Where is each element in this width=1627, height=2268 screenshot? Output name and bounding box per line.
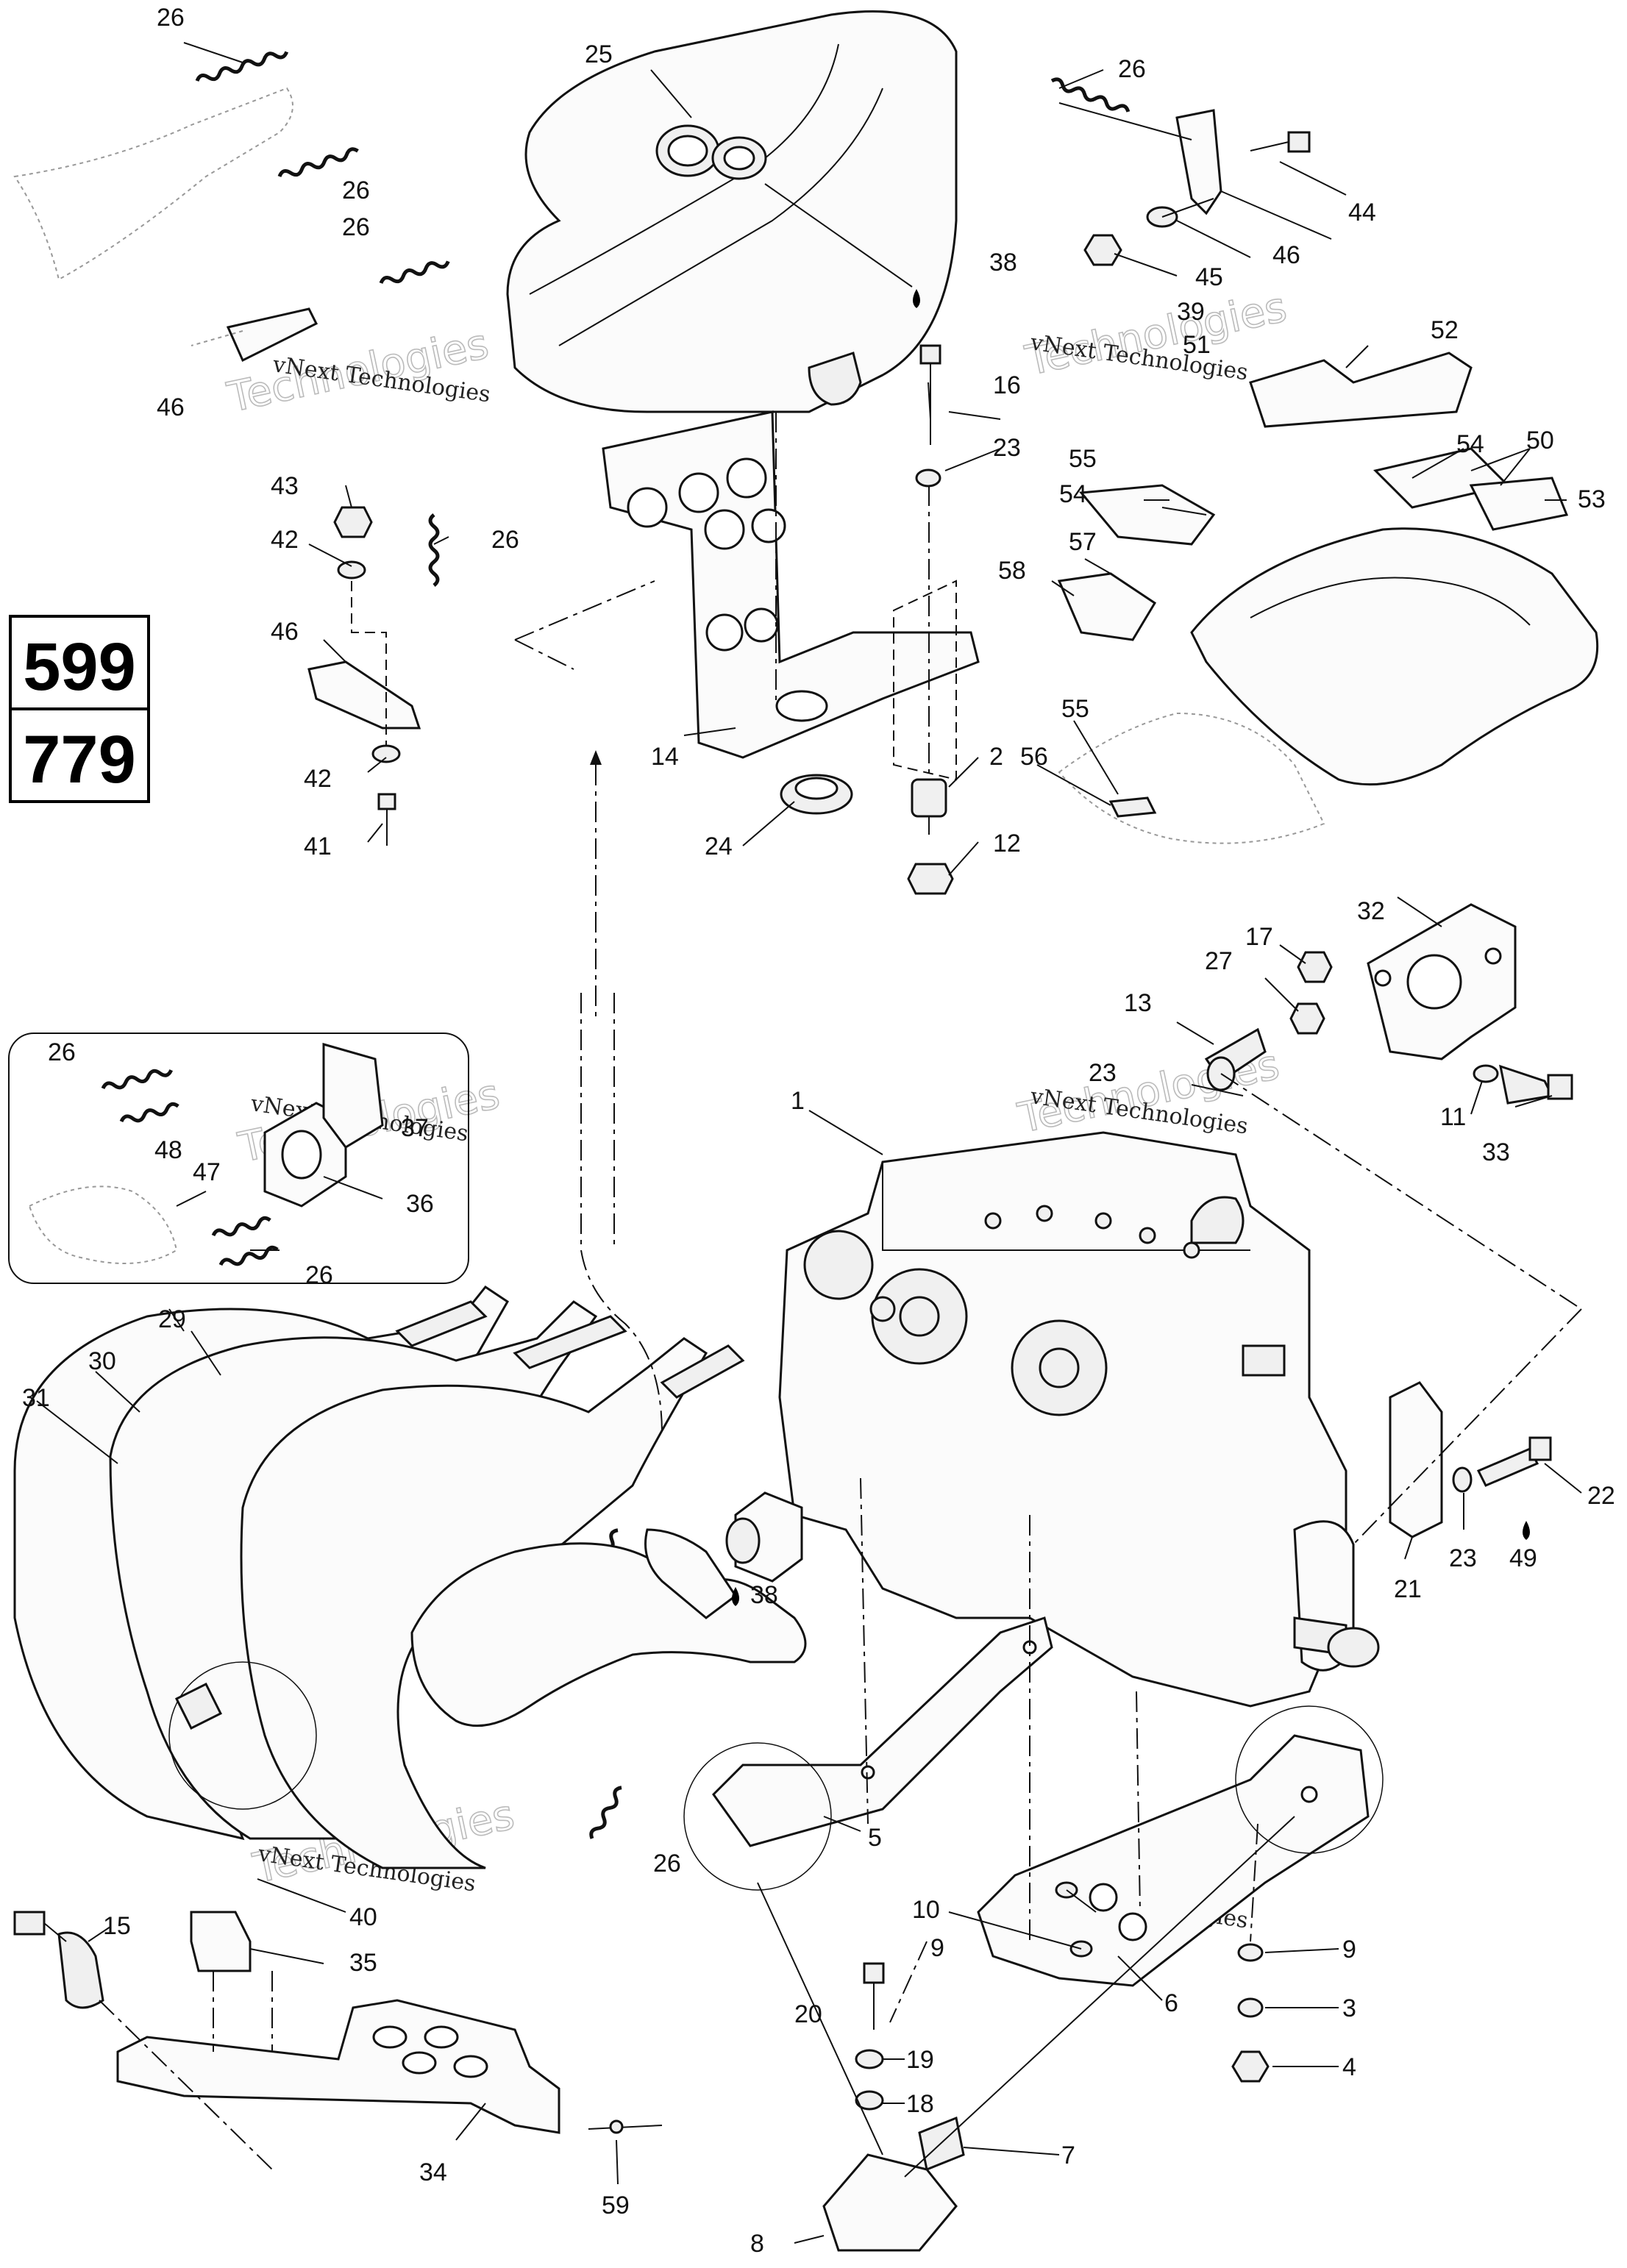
callout-40: 40 <box>349 1903 377 1931</box>
callout-12: 12 <box>993 830 1021 857</box>
callout-26f: 26 <box>48 1038 76 1066</box>
parts-artwork <box>8 10 1599 2252</box>
callout-35: 35 <box>349 1949 377 1977</box>
callout-44: 44 <box>1348 199 1376 227</box>
callout-14: 14 <box>651 743 679 771</box>
callout-54b: 54 <box>1059 480 1087 508</box>
callout-45: 45 <box>1195 263 1223 291</box>
callout-19: 19 <box>906 2046 934 2074</box>
callout-42a: 42 <box>271 526 299 554</box>
callout-51: 51 <box>1183 331 1211 359</box>
callout-21: 21 <box>1394 1575 1422 1603</box>
callout-49: 49 <box>1509 1544 1537 1572</box>
model-code-779: 779 <box>23 722 136 797</box>
callout-58: 58 <box>998 557 1026 585</box>
callout-54a: 54 <box>1456 430 1484 458</box>
callout-46c: 46 <box>271 618 299 646</box>
callout-55a: 55 <box>1069 445 1097 473</box>
callout-56: 56 <box>1020 743 1048 771</box>
callout-46b: 46 <box>157 393 185 421</box>
callout-11: 11 <box>1440 1103 1466 1131</box>
callout-53: 53 <box>1578 485 1606 513</box>
spring-26a <box>195 51 289 82</box>
spring-26b <box>277 147 359 178</box>
callout-20: 20 <box>794 2000 822 2028</box>
callout-37: 37 <box>401 1114 429 1142</box>
callout-4: 4 <box>1342 2053 1356 2081</box>
callout-47: 47 <box>193 1158 221 1186</box>
callout-38b: 38 <box>750 1581 778 1609</box>
callout-23b: 23 <box>1089 1059 1117 1087</box>
callout-10: 10 <box>912 1896 940 1924</box>
callout-57: 57 <box>1069 528 1097 556</box>
callout-26h: 26 <box>653 1850 681 1877</box>
spring-26d <box>379 260 450 285</box>
callout-34: 34 <box>419 2158 447 2186</box>
callout-39: 39 <box>1177 298 1205 326</box>
callout-22: 22 <box>1587 1482 1615 1510</box>
callout-33: 33 <box>1482 1138 1510 1166</box>
callout-27: 27 <box>1205 947 1233 975</box>
callout-55b: 55 <box>1061 695 1089 723</box>
spring-26c <box>1050 77 1131 113</box>
callout-38a: 38 <box>989 249 1017 277</box>
callout-59: 59 <box>602 2192 630 2219</box>
callout-8: 8 <box>750 2230 764 2258</box>
callout-25: 25 <box>585 40 613 68</box>
spring-26h <box>589 1786 622 1839</box>
callout-labels: 26 25 26 26 26 44 46 45 38 39 46 52 51 1… <box>22 4 1615 2258</box>
callout-29: 29 <box>158 1305 186 1333</box>
callout-17: 17 <box>1245 923 1273 951</box>
callout-26a: 26 <box>157 4 185 32</box>
callout-18: 18 <box>906 2090 934 2118</box>
callout-1: 1 <box>791 1087 805 1115</box>
callout-26c: 26 <box>342 176 370 204</box>
callout-9b: 9 <box>1342 1936 1356 1964</box>
callout-26g: 26 <box>305 1261 333 1289</box>
callout-7: 7 <box>1061 2142 1075 2169</box>
callout-46a: 46 <box>1272 241 1300 269</box>
callout-48: 48 <box>154 1136 182 1164</box>
callout-24: 24 <box>705 832 733 860</box>
model-code-599: 599 <box>23 630 136 705</box>
callout-26e: 26 <box>491 526 519 554</box>
callout-2: 2 <box>989 743 1003 771</box>
callout-5: 5 <box>868 1824 882 1852</box>
callout-15: 15 <box>103 1912 131 1940</box>
callout-9a: 9 <box>930 1934 944 1962</box>
spring-26e <box>428 513 440 587</box>
callout-16: 16 <box>993 371 1021 399</box>
callout-13: 13 <box>1124 989 1152 1017</box>
model-code-box: 599 779 <box>9 615 150 803</box>
callout-36: 36 <box>406 1190 434 1218</box>
callout-23a: 23 <box>993 434 1021 462</box>
callout-32: 32 <box>1357 897 1385 925</box>
callout-26b: 26 <box>1118 55 1146 83</box>
callout-43: 43 <box>271 472 299 500</box>
callout-31: 31 <box>22 1384 50 1412</box>
callout-41: 41 <box>304 832 332 860</box>
callout-30: 30 <box>88 1347 116 1375</box>
callout-52: 52 <box>1431 316 1459 344</box>
callout-6: 6 <box>1164 1989 1178 2017</box>
callout-23c: 23 <box>1449 1544 1477 1572</box>
callout-26d: 26 <box>342 213 370 241</box>
callout-50: 50 <box>1526 427 1554 454</box>
callout-42b: 42 <box>304 765 332 793</box>
callout-3: 3 <box>1342 1994 1356 2022</box>
